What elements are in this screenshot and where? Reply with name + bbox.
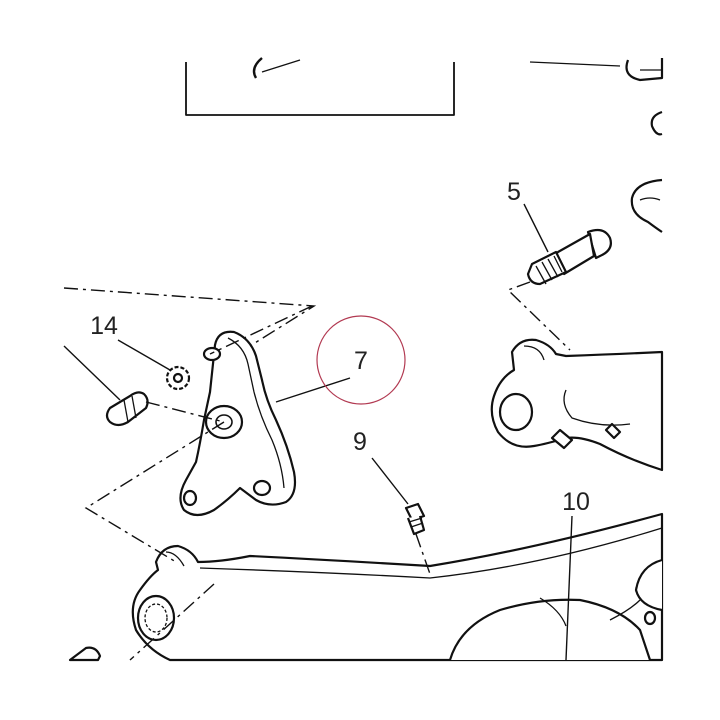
right-arm-upper [490, 338, 664, 472]
callout-9: 9 [353, 428, 367, 456]
bolt-part-14 [105, 391, 149, 427]
lock-washer-part-14 [165, 365, 191, 391]
assembly-lines [63, 281, 571, 661]
callout-14: 14 [90, 312, 118, 340]
leader-lines [63, 203, 573, 661]
callout-7: 7 [354, 347, 368, 375]
callout-5: 5 [507, 178, 521, 206]
bracket-part-7 [179, 330, 297, 517]
highlight-circle [316, 315, 406, 405]
main-swing-arm [68, 512, 664, 662]
inset-box [185, 57, 455, 116]
callout-10: 10 [562, 488, 590, 516]
upper-right-components [529, 58, 664, 233]
bolt-part-5 [526, 228, 612, 286]
